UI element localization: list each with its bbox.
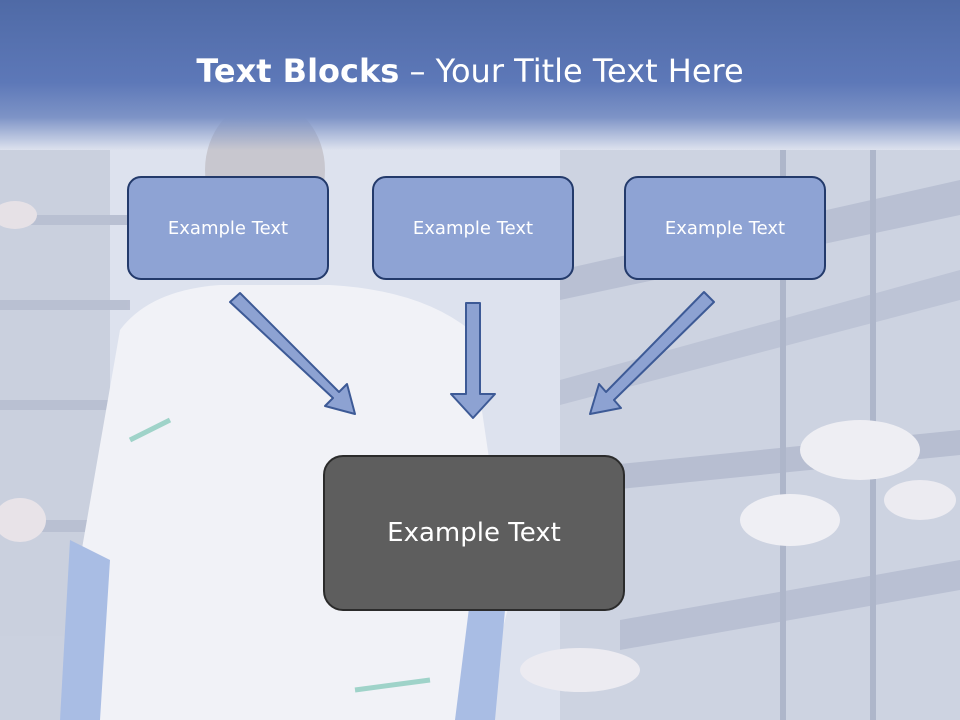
- text-block-left[interactable]: Example Text: [127, 176, 329, 280]
- arrow-center-icon: [450, 302, 496, 419]
- text-block-main-label: Example Text: [387, 518, 561, 548]
- title-band: [0, 0, 960, 150]
- text-block-left-label: Example Text: [167, 217, 289, 239]
- text-block-main[interactable]: Example Text: [323, 455, 625, 611]
- title-bold: Text Blocks: [196, 52, 400, 90]
- text-block-right-label: Example Text: [664, 217, 786, 239]
- slide-title: Text Blocks – Your Title Text Here: [0, 52, 940, 90]
- text-block-right[interactable]: Example Text: [624, 176, 826, 280]
- title-dash: –: [399, 52, 436, 90]
- arrow-left-icon: [229, 292, 356, 415]
- text-block-center-label: Example Text: [412, 217, 534, 239]
- arrow-right-icon: [589, 291, 715, 415]
- title-rest: Your Title Text Here: [435, 52, 744, 90]
- text-block-center[interactable]: Example Text: [372, 176, 574, 280]
